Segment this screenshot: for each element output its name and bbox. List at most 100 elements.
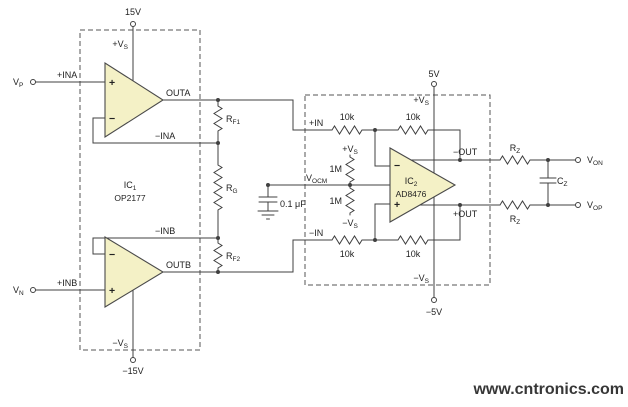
label-ic2-part: AD8476: [396, 189, 427, 199]
resistor-rf2: [213, 237, 223, 273]
label-in-minus: −IN: [309, 228, 323, 238]
opamp-a-minus-sign: −: [109, 113, 115, 125]
label-vn: VN: [13, 285, 24, 297]
terminal-neg5v: [431, 297, 437, 303]
wire-amp-input-top: [374, 129, 391, 167]
amplifiers: [104, 61, 457, 308]
terminal-vp: [30, 79, 36, 85]
terminal-vn: [30, 287, 36, 293]
wire-amp-input-bottom: [374, 203, 391, 241]
junction-dot: [546, 203, 550, 207]
label-vocm-capacitor: 0.1 μF: [280, 199, 306, 209]
junction-dot: [373, 238, 377, 242]
label-rf2: RF2: [226, 251, 240, 263]
terminal-5v: [431, 81, 437, 87]
junction-dot: [373, 128, 377, 132]
label-rz-bottom: RZ: [510, 214, 521, 226]
label-rz-top: RZ: [510, 143, 521, 155]
label-inb-plus: +INB: [57, 278, 77, 288]
label-ic1-designator: IC1: [124, 180, 137, 192]
resistor-10k-input-bottom: [331, 235, 376, 245]
ic1-boundary-box: [79, 29, 201, 351]
resistor-rz-top: [499, 155, 576, 165]
label-ic2-vs-bottom: −VS: [413, 273, 429, 285]
junction-dot: [348, 183, 352, 187]
label-von: VON: [587, 155, 603, 167]
label-rg: RG: [226, 183, 238, 195]
label-out-minus: −OUT: [453, 147, 478, 157]
label-1m-bottom: 1M: [329, 196, 342, 206]
ic2-plus-sign: +: [394, 199, 400, 211]
junction-dot: [216, 236, 220, 240]
resistor-1m-bottom: [345, 184, 355, 216]
junction-dot: [216, 141, 220, 145]
label-vop: VOP: [587, 200, 602, 212]
junction-dot: [546, 158, 550, 162]
label-ina-minus: −INA: [155, 131, 175, 141]
terminal-15v: [130, 21, 136, 27]
junction-dot: [458, 203, 462, 207]
label-rail-5v: 5V: [428, 69, 439, 79]
terminal-neg15v: [130, 357, 136, 363]
label-vocm: VOCM: [306, 173, 327, 185]
label-10k-feedback-bottom: 10k: [406, 249, 421, 259]
label-rail-neg15v: −15V: [122, 366, 143, 376]
junction-dot: [216, 98, 220, 102]
label-out-plus: +OUT: [453, 209, 478, 219]
wire-feedback-a: [92, 117, 219, 144]
capacitor-vocm: [258, 184, 278, 212]
junction-dot: [216, 270, 220, 274]
label-in-plus: +IN: [309, 118, 323, 128]
label-outa: OUTA: [166, 88, 190, 98]
label-ic1-part: OP2177: [114, 193, 145, 203]
ic2-minus-sign: −: [394, 160, 400, 172]
label-ic1-vs-top: +VS: [112, 39, 128, 51]
label-vocm-rail-minus: −VS: [342, 218, 358, 230]
opamp-b: [104, 236, 165, 308]
resistor-10k-input-top: [331, 125, 376, 135]
resistor-10k-feedback-bottom: [374, 204, 461, 245]
junction-dot: [266, 183, 270, 187]
resistor-rf1: [213, 99, 223, 144]
ic2-boundary-box: [304, 94, 491, 286]
labels: VP VN 15V +VS −VS −15V +INA −INA OUTA −I…: [13, 7, 624, 398]
ground-symbol: [257, 210, 279, 220]
label-10k-feedback-top: 10k: [406, 112, 421, 122]
terminals: [30, 21, 581, 363]
label-ic2-designator: IC2: [405, 176, 418, 188]
opamp-a-plus-sign: +: [109, 77, 115, 89]
junction-dots: [216, 98, 550, 274]
label-10k-input-bottom: 10k: [340, 249, 355, 259]
opamp-b-minus-sign: −: [109, 249, 115, 261]
terminal-vop: [575, 202, 581, 208]
wire-outb-to-ic2: [217, 239, 333, 273]
label-rail-15v: 15V: [125, 7, 141, 17]
label-ic2-vs-top: +VS: [413, 95, 429, 107]
label-1m-top: 1M: [329, 164, 342, 174]
opamp-a: [104, 61, 165, 139]
watermark: www.cntronics.com: [472, 381, 624, 398]
wires-and-components: [35, 26, 576, 358]
label-ic1-vs-bottom: −VS: [112, 338, 128, 350]
terminal-von: [575, 157, 581, 163]
label-ina-plus: +INA: [57, 70, 77, 80]
resistor-10k-feedback-top: [374, 125, 461, 161]
label-rail-neg5v: −5V: [426, 307, 442, 317]
wire-outa-to-ic2: [217, 99, 333, 131]
label-vp: VP: [13, 77, 23, 89]
wire-feedback-b: [92, 237, 219, 255]
label-cz: CZ: [557, 176, 568, 188]
resistor-rz-bottom: [499, 200, 576, 210]
capacitor-cz: [539, 159, 557, 206]
junction-dot: [458, 158, 462, 162]
label-outb: OUTB: [166, 260, 191, 270]
label-10k-input-top: 10k: [340, 112, 355, 122]
resistor-rg: [213, 142, 223, 239]
resistor-1m-top: [345, 154, 355, 186]
label-inb-minus: −INB: [155, 226, 175, 236]
label-vocm-rail-plus: +VS: [342, 144, 358, 156]
ic2-amplifier: [389, 147, 457, 223]
opamp-b-plus-sign: +: [109, 285, 115, 297]
